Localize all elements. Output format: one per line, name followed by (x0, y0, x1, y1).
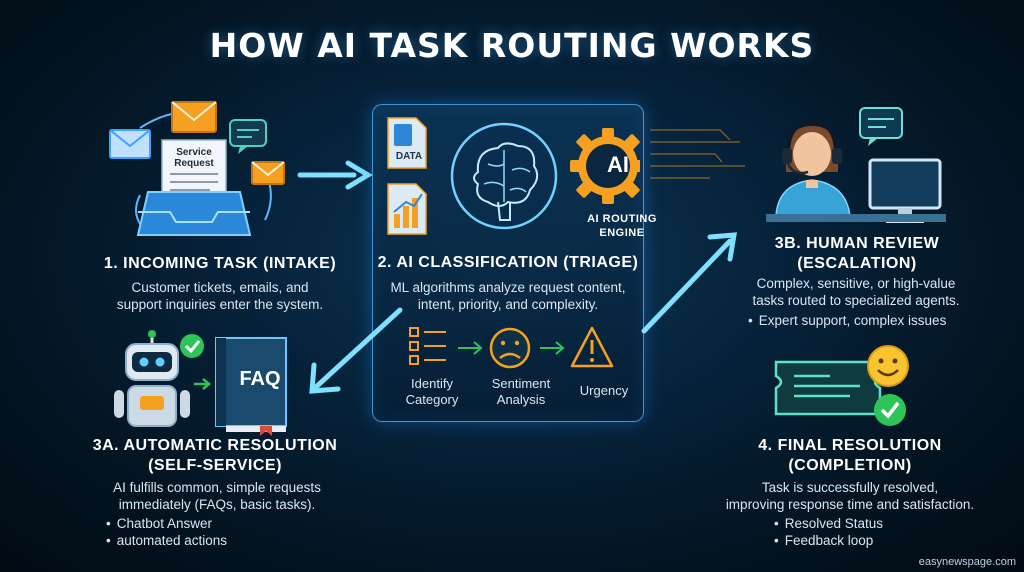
list-item: Feedback loop (774, 532, 974, 549)
intake-description: Customer tickets, emails, and support in… (116, 280, 324, 312)
escalation-illustration (766, 107, 946, 223)
envelope-icon (109, 129, 151, 159)
escalation-bullets: Expert support, complex issues (748, 312, 988, 329)
self-service-bullets: Chatbot Answer automated actions (106, 515, 326, 549)
list-item: Chatbot Answer (106, 515, 326, 532)
escalation-description: Complex, sensitive, or high-value tasks … (752, 276, 960, 308)
self-service-heading: 3A. AUTOMATIC RESOLUTION (SELF-SERVICE) (92, 437, 338, 474)
factor-label-category: Identify Category (405, 376, 459, 407)
database-icon (387, 117, 427, 169)
ai-badge: AI (607, 152, 629, 177)
intake-heading: 1. INCOMING TASK (INTAKE) (103, 255, 337, 272)
routing-arrows (309, 232, 737, 394)
list-item: automated actions (106, 532, 326, 549)
escalation-heading: 3B. HUMAN REVIEW (ESCALATION) (774, 235, 940, 272)
robot-icon (114, 330, 190, 427)
bar-chart-icon (387, 183, 427, 235)
flow-arrow-intake-to-triage (297, 160, 373, 190)
triage-description: ML algorithms analyze request content, i… (390, 280, 626, 312)
watermark: easynewspage.com (918, 556, 1016, 568)
list-icon (409, 327, 446, 365)
page-title: HOW AI TASK ROUTING WORKS (209, 26, 815, 65)
chat-bubble-icon (859, 107, 903, 146)
envelope-icon (171, 101, 217, 133)
smiley-icon (867, 345, 909, 387)
document-label: Service Request (174, 147, 214, 169)
inbox-tray-icon (136, 191, 252, 236)
ticket-icon (774, 360, 882, 416)
factor-label-urgency: Urgency (579, 383, 629, 398)
list-item: Resolved Status (774, 515, 974, 532)
envelope-icon (251, 161, 285, 185)
data-label: DATA (395, 151, 423, 162)
completion-heading: 4. FINAL RESOLUTION (COMPLETION) (758, 437, 942, 474)
gear-icon (570, 128, 640, 204)
intake-illustration (109, 101, 285, 236)
self-service-illustration (114, 330, 287, 436)
completion-bullets: Resolved Status Feedback loop (774, 515, 974, 549)
factor-label-sentiment: Sentiment Analysis (491, 376, 551, 407)
faq-book-icon (215, 337, 287, 436)
self-service-description: AI fulfills common, simple requests imme… (113, 480, 321, 512)
faq-label: FAQ (239, 368, 281, 390)
list-item: Expert support, complex issues (748, 312, 988, 329)
completion-illustration (774, 345, 909, 426)
checkmark-icon (874, 394, 906, 426)
triage-factor-icons (409, 326, 614, 369)
completion-description: Task is successfully resolved, improving… (725, 480, 975, 512)
sad-face-icon (489, 327, 531, 369)
flow-arrow-to-escalation (641, 232, 737, 334)
warning-icon (570, 326, 614, 368)
flow-arrow-to-self-service (309, 307, 403, 394)
monitor-icon (868, 158, 942, 223)
triage-heading: 2. AI CLASSIFICATION (TRIAGE) (377, 254, 639, 271)
chat-bubble-icon (229, 119, 267, 154)
triage-illustration (387, 117, 640, 235)
checkmark-icon (180, 334, 204, 358)
engine-label: AI ROUTING ENGINE (587, 213, 657, 239)
brain-icon (450, 122, 558, 230)
agent-headset-icon (775, 119, 851, 217)
